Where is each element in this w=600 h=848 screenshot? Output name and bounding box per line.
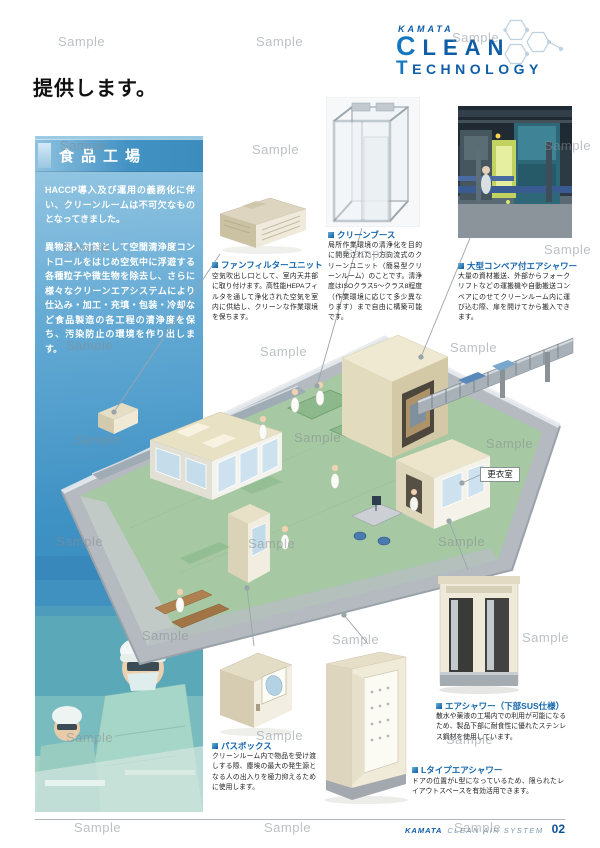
pass-box-image [212,646,298,740]
sus-shower-desc: 散水や薬液の工場内での利用が可能になるため、製品下部に耐食性に優れたステンレス鋼… [436,713,566,741]
logo-clean-rest: LEAN [422,35,511,60]
fan-filter-unit-image [212,192,312,256]
cleanroom-workers-photo [35,556,203,812]
sidebar-title: 食品工場 [59,148,148,165]
logo-tech-initial: T [396,58,413,79]
l-shower-title: Lタイプエアシャワー [412,765,502,775]
clean-booth-image [326,97,420,227]
sidebar-panel: 食品工場 HACCP導入及び運用の義務化に伴い、クリーンルームは不可欠なものとな… [35,136,203,812]
logo-brand: KAMATA [398,24,454,34]
sidebar-title-tab [38,143,51,168]
watermark: Sample [74,820,122,835]
sus-shower-title: エアシャワー（下部SUS仕様） [436,701,564,711]
pass-box-title: パスボックス [212,741,272,751]
watermark: Sample [256,34,304,49]
watermark: Sample [294,430,342,445]
l-type-air-shower-image [318,642,412,806]
clean-booth-desc: 局所作業環境の清浄化を目的に開発された一方向流式のクリーンユニット（簡易型クリー… [328,242,422,322]
watermark: Sample [438,534,486,549]
watermark: Sample [450,340,498,355]
conveyor-shower-title: 大型コンベア付エアシャワー [458,261,577,271]
headline: 提供します。 [33,78,157,100]
conveyor-shower-desc: 大量の資材搬送、外部からフォークリフトなどの運搬機や自動搬送コンベアにのせてクリ… [458,273,570,322]
conveyor-air-shower-image [458,106,572,238]
sidebar-paragraph-2: 異物混入対策として空間清浄度コントロールをはじめ空気中に浮遊する各種粒子や微生物… [45,242,195,355]
sidebar-paragraph-1: HACCP導入及び運用の義務化に伴い、クリーンルームは不可欠なものとなってきまし… [45,185,195,225]
watermark: Sample [252,142,300,157]
l-shower-desc: ドアの位置がL型になっているため、限られたレイアウトスペースを有効活用できます。 [412,778,564,796]
logo-clean: CLEAN [396,31,510,62]
fan-filter-title: ファンフィルターユニット [212,260,323,270]
footer-page-number: 02 [551,822,565,836]
watermark: Sample [544,242,592,257]
footer-rule [35,819,565,820]
watermark: Sample [260,344,308,359]
footer-brand: KAMATA [405,826,443,835]
logo-tech-rest: ECHNOLOGY [412,61,543,77]
footer: KAMATA CLEAN AIR SYSTEM 02 [405,822,565,836]
watermark: Sample [264,820,312,835]
watermark: Sample [58,34,106,49]
logo-technology: TECHNOLOGY [396,58,543,80]
logo-clean-initial: C [396,31,423,61]
sus-air-shower-image [436,570,522,698]
fan-filter-desc: 空気吹出し口として、室内天井部に取り付けます。高性能HEPAフィルタを通して浄化… [212,273,318,322]
sidebar-title-box: 食品工場 [35,139,203,172]
pass-box-desc: クリーンルーム内で物品を受け渡しする際、塵埃の最大の発生源となる人の出入りを極力… [212,753,316,791]
changing-room-label: 更衣室 [480,467,520,482]
clean-booth-title: クリーンブース [328,230,395,240]
watermark: Sample [522,630,570,645]
watermark: Sample [248,536,296,551]
watermark: Sample [486,436,534,451]
molecule-graphic [503,19,564,65]
footer-system-name: CLEAN AIR SYSTEM [447,826,544,835]
